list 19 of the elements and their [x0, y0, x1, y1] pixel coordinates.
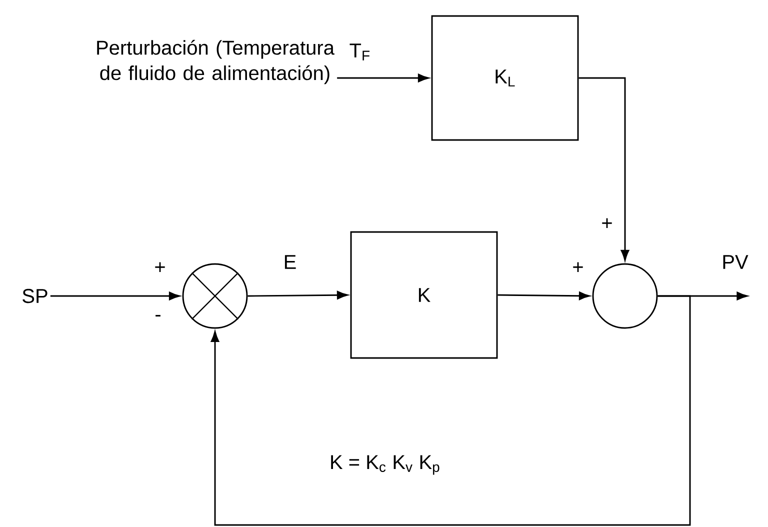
arrow [498, 292, 590, 300]
sign-label: + [602, 218, 612, 228]
arrow [50, 292, 180, 300]
arrow [210, 295, 691, 526]
edge-label: PV [720, 254, 750, 270]
signal-label: Perturbación (Temperatura de fluido de alimentación) [97, 40, 334, 84]
sign-label: - [156, 314, 160, 316]
signal-label: SP [22, 288, 48, 304]
sign-label: + [155, 262, 165, 272]
edge-label: E [282, 254, 298, 270]
block-box: K [350, 231, 498, 359]
edge-label: T$_{F}$ [348, 42, 372, 62]
block-box: K$_{L}$ [431, 15, 579, 141]
arrow [337, 74, 429, 82]
formula-label: K = K$_{c}$ K$_{v}$ K$_{p}$ [331, 455, 440, 475]
summing-junction [592, 263, 658, 329]
arrow [248, 290, 348, 300]
arrow [578, 77, 630, 261]
summing-junction [182, 263, 248, 329]
